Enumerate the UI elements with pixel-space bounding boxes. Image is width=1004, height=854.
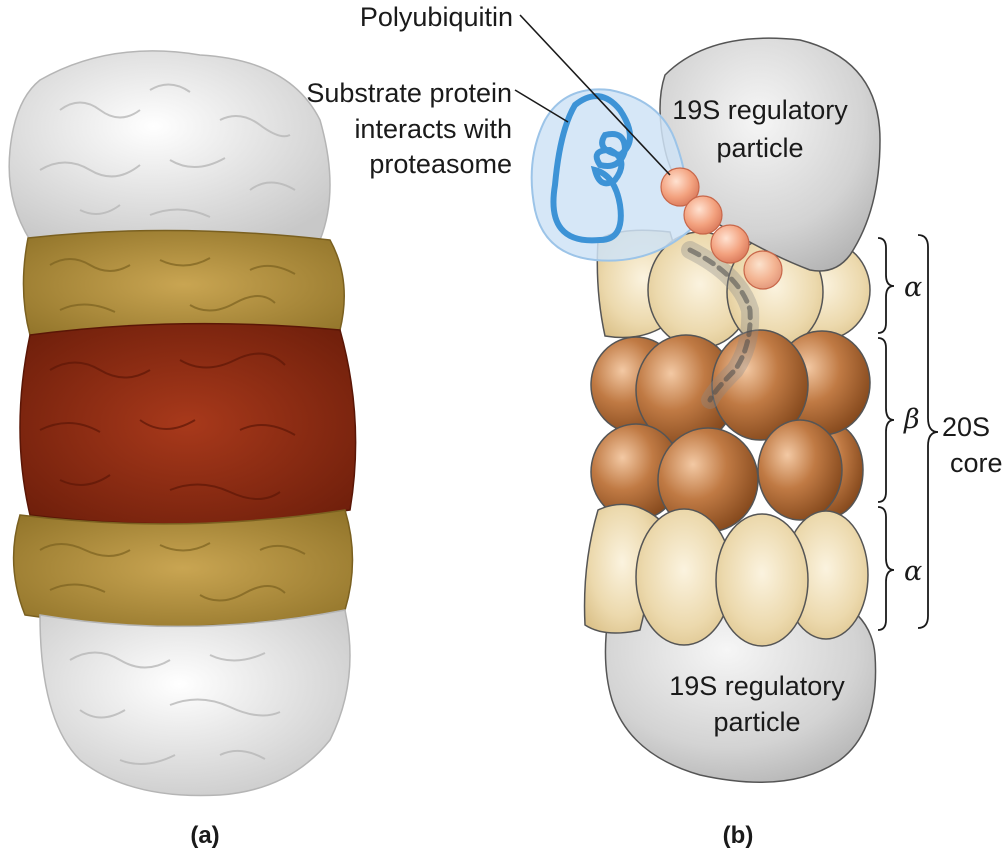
bottom-alpha-ring-surface: [12, 509, 354, 628]
bottom-cap-label-line1: 19S regulatory: [669, 671, 845, 701]
polyubiquitin-leader-line: [519, 14, 671, 176]
beta-label: β: [903, 404, 920, 435]
substrate-protein: [530, 88, 760, 409]
core-label-line1: 20S: [942, 412, 990, 442]
alpha-top-label: α: [904, 272, 922, 303]
top-regulatory-surface: [8, 50, 331, 241]
bottom-regulatory-surface: [39, 609, 351, 797]
panel-a-label: (a): [190, 822, 219, 849]
alpha-top-brace: [877, 237, 895, 334]
polyubiquitin-label: Polyubiquitin: [360, 2, 513, 32]
surface-model: [8, 50, 357, 797]
bottom-cap-label-line2: particle: [713, 707, 800, 737]
bottom-alpha-ring: [583, 503, 869, 647]
polyubiquitin-chain: [660, 167, 783, 290]
substrate-label-line3: proteasome: [369, 149, 512, 179]
ring-braces: [877, 234, 939, 631]
top-alpha-ring-surface: [22, 229, 345, 340]
core-label-line2: core: [950, 448, 1003, 478]
alpha-bottom-label: α: [904, 556, 922, 587]
top-cap-label-line1: 19S regulatory: [672, 95, 848, 125]
substrate-label-line2: interacts with: [354, 114, 512, 144]
substrate-leader-line: [514, 89, 569, 123]
beta-rings: [590, 329, 871, 533]
panel-b-label: (b): [723, 822, 754, 849]
substrate-label-line1: Substrate protein: [306, 78, 512, 108]
beta-rings-surface: [19, 322, 357, 525]
beta-brace: [877, 337, 895, 503]
alpha-bottom-brace: [877, 506, 895, 631]
core-brace: [917, 234, 939, 629]
top-cap-label-line2: particle: [716, 133, 803, 163]
